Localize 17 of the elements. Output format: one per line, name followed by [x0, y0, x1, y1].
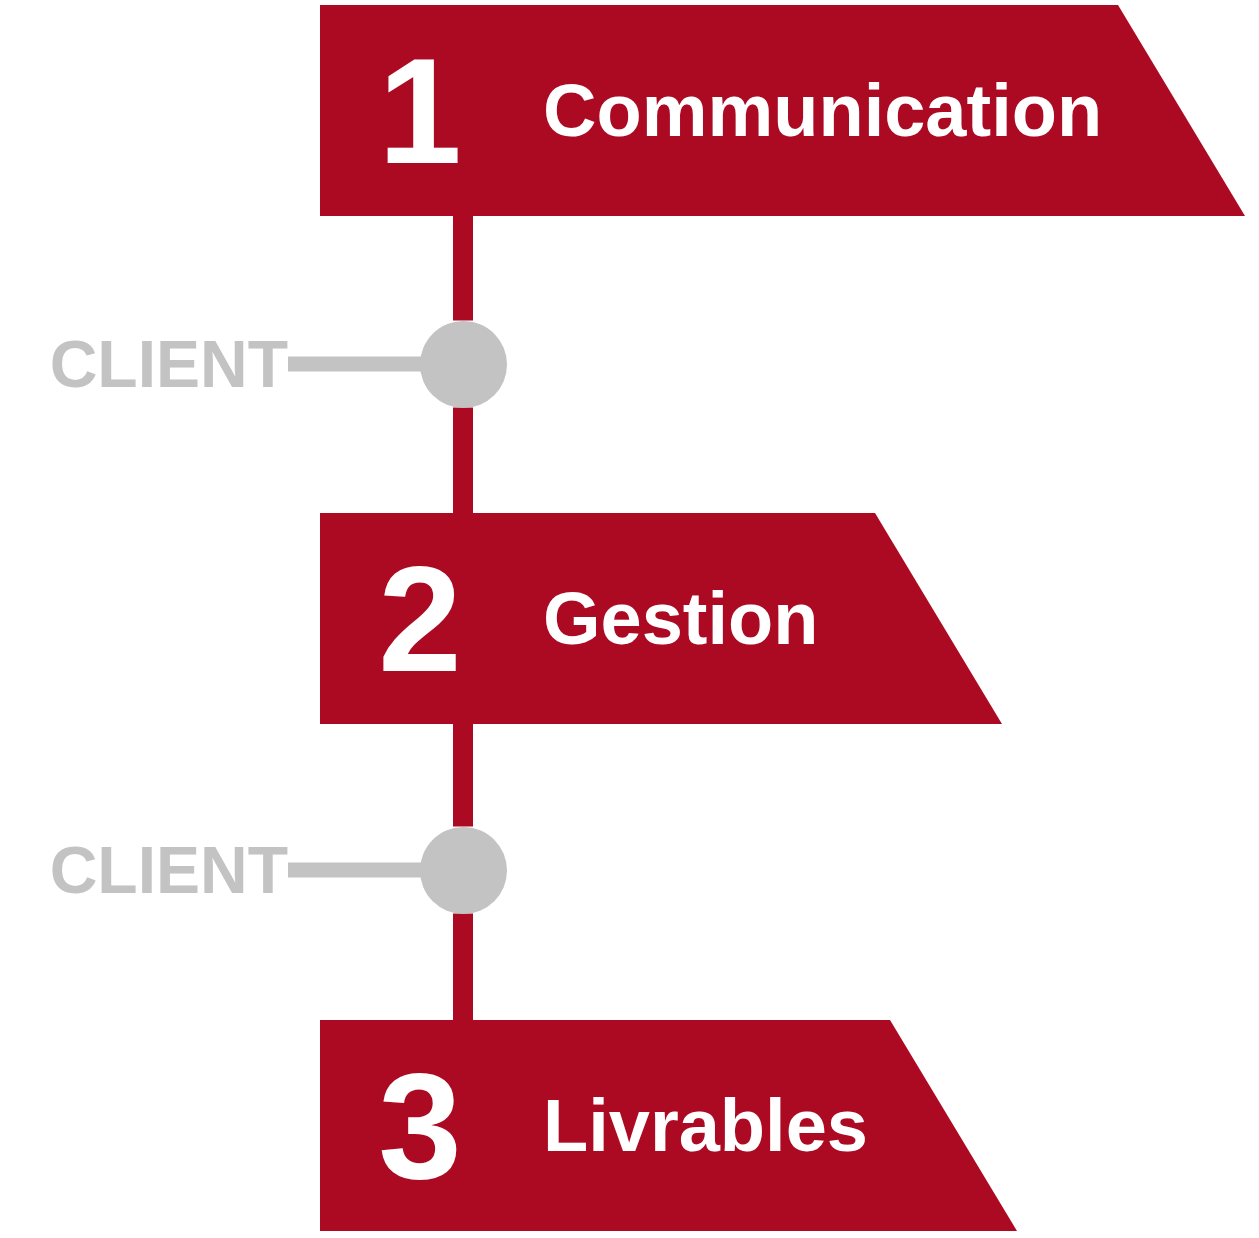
connector-line: [288, 862, 422, 878]
step-number: 2: [378, 536, 462, 701]
step-banner: [320, 513, 1002, 724]
step-title: Communication: [543, 69, 1103, 152]
side-label: CLIENT: [49, 833, 288, 907]
step-number: 1: [378, 28, 462, 193]
step-title: Gestion: [543, 577, 819, 660]
side-label: CLIENT: [49, 327, 288, 401]
step-banner: [320, 5, 1245, 216]
step-number: 3: [378, 1043, 462, 1208]
connector-line: [453, 913, 473, 1020]
step-title: Livrables: [543, 1084, 868, 1167]
connector-line: [453, 407, 473, 513]
step-banner: [320, 1020, 1017, 1231]
connector-line: [453, 216, 473, 321]
connector-line: [453, 724, 473, 827]
connector-line: [288, 356, 422, 372]
